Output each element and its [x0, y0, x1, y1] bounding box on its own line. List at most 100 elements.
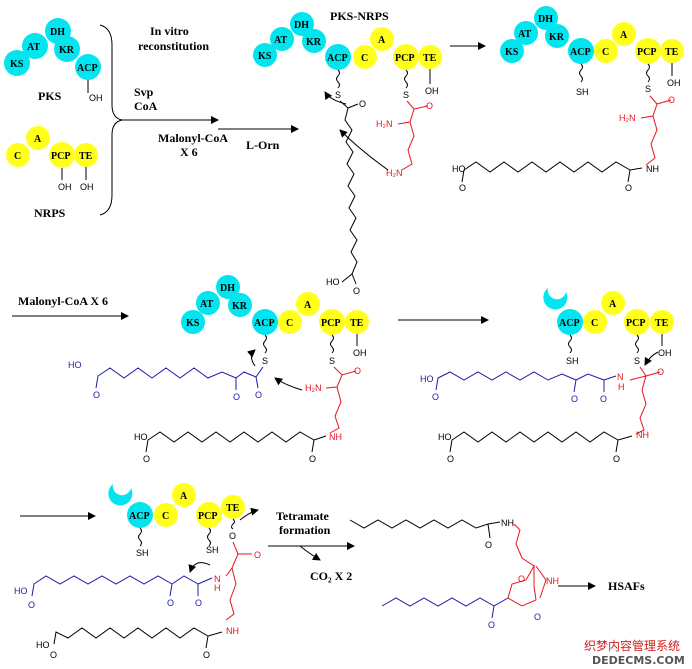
o-label: O: [255, 390, 262, 400]
te-label: TE: [655, 318, 669, 329]
a-label: A: [180, 491, 188, 502]
c-label: C: [361, 53, 368, 64]
pcp-label: PCP: [626, 318, 645, 329]
pcp-domain: [49, 142, 75, 168]
ks-label: KS: [186, 318, 200, 329]
pcp-label: PCP: [395, 53, 414, 64]
te-label: TE: [79, 151, 93, 162]
sh-label: SH: [566, 356, 579, 366]
o-label: O: [571, 394, 578, 404]
at-label: AT: [200, 299, 213, 310]
o-label: O: [353, 286, 360, 296]
o-label: O: [518, 574, 525, 584]
oh-label: OH: [425, 86, 439, 96]
watermark-line2: DEDECMS.COM: [592, 654, 685, 667]
o-label: O: [203, 650, 210, 660]
co2-label: CO₂ X 2: [310, 569, 352, 583]
o-label: O: [657, 367, 664, 377]
o-label: O: [432, 392, 439, 402]
kr-domain: [54, 36, 80, 62]
pks-module: KS AT DH KR ACP OH PKS: [4, 18, 103, 103]
pcp-label: PCP: [637, 47, 656, 58]
a-label: A: [609, 299, 617, 310]
nh-label: NH: [226, 626, 239, 636]
o-label: O: [167, 598, 174, 608]
n-label: N: [617, 372, 624, 382]
ho-label: HO: [134, 432, 148, 442]
watermark: 织梦内容管理系统 DEDECMS.COM: [578, 634, 690, 668]
ho-label: HO: [36, 640, 50, 650]
s-label: S: [645, 84, 651, 94]
dh-label: DH: [294, 20, 309, 31]
ho-label: HO: [68, 360, 82, 370]
s-label: S: [329, 356, 335, 366]
at-label: AT: [27, 42, 40, 53]
malonyl-x6-label: X 6: [180, 145, 198, 159]
kr-label: KR: [59, 45, 75, 56]
ks-label: KS: [505, 47, 519, 58]
o-label: O: [50, 650, 57, 660]
reconstitution-label: reconstitution: [138, 39, 209, 53]
sh-label: SH: [136, 548, 149, 558]
nrps-module: C A PCP TE OH OH NRPS: [6, 126, 98, 220]
kr-label: KR: [549, 32, 565, 43]
oh-label: OH: [353, 348, 367, 358]
pks-nrps-module-step4: ACP C A PCP TE SH SH O O N H NH O O HO O…: [14, 483, 261, 660]
ho-label: HO: [420, 374, 434, 384]
malonyl-row2-label: Malonyl-CoA X 6: [18, 294, 108, 308]
o-label: O: [488, 620, 495, 630]
o-label: O: [485, 540, 492, 550]
nh-label: NH: [546, 576, 559, 586]
h2n-label: H₂N: [305, 383, 322, 393]
o-label: O: [28, 600, 35, 610]
s-label: S: [634, 356, 640, 366]
hsaf-precursor-structure: O NH NH O O O: [349, 518, 559, 630]
pks-nrps-module-loaded: PKS-NRPS KS AT DH KR ACP C A PCP TE OH S…: [253, 9, 442, 296]
h2n-label: H₂N: [619, 113, 636, 123]
o-label: O: [195, 598, 202, 608]
pks-nrps-module-step2: KS AT DH KR ACP C A PCP TE OH S S O O HO…: [68, 275, 369, 464]
acp-label: ACP: [559, 318, 580, 329]
pcp-label: PCP: [51, 151, 70, 162]
pcp-label: PCP: [321, 318, 340, 329]
nh-label: NH: [501, 518, 514, 528]
brace: [99, 24, 123, 216]
acp-label: ACP: [129, 511, 150, 522]
ho-label: HO: [14, 586, 28, 596]
ks-label: KS: [258, 51, 272, 62]
ks-domain: [4, 50, 30, 76]
svp-label: Svp: [134, 85, 154, 99]
a-label: A: [304, 300, 312, 311]
dh-label: DH: [220, 283, 235, 294]
dh-label: DH: [538, 14, 553, 25]
in-vitro-label: In vitro: [150, 24, 189, 38]
te-label: TE: [665, 47, 679, 58]
s-label: S: [262, 356, 268, 366]
at-domain: [22, 33, 48, 59]
o-label: O: [459, 183, 466, 193]
dh-label: DH: [50, 27, 65, 38]
nrps-title: NRPS: [34, 206, 66, 220]
o-label: O: [254, 550, 261, 560]
ks-label: KS: [10, 59, 24, 70]
c-label: C: [602, 47, 609, 58]
at-label: AT: [274, 35, 287, 46]
te-label: TE: [226, 503, 240, 514]
o-label: O: [447, 454, 454, 464]
o-label: O: [229, 531, 236, 541]
kr-label: KR: [232, 301, 248, 312]
nh-label: NH: [329, 432, 342, 442]
pks-nrps-title: PKS-NRPS: [330, 9, 389, 23]
nh-label: NH: [636, 430, 649, 440]
c-label: C: [591, 318, 598, 329]
ho-label: HO: [452, 164, 466, 174]
at-label: AT: [518, 29, 531, 40]
o-label: O: [613, 454, 620, 464]
sh-label: SH: [576, 87, 589, 97]
acp-domain: [75, 54, 101, 80]
pcp-label: PCP: [198, 511, 217, 522]
l-orn-label: L-Orn: [246, 138, 280, 152]
te-label: TE: [423, 53, 437, 64]
formation-label: formation: [279, 523, 331, 537]
c-label: C: [14, 151, 21, 162]
